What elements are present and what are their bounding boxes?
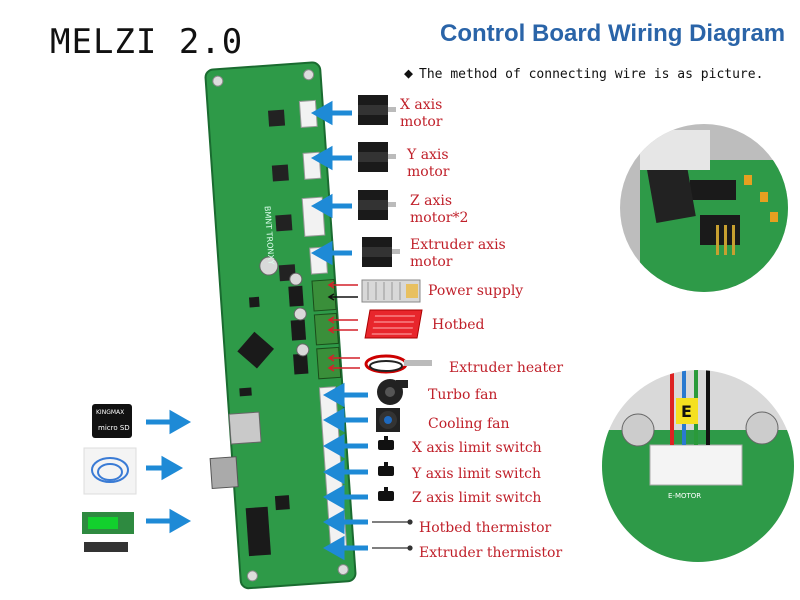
silkscreen-text: BMNT TRONXY <box>263 206 276 265</box>
label-x-limit-switch: X axis limit switch <box>412 440 542 456</box>
subtitle-text: The method of connecting wire is as pict… <box>419 67 764 82</box>
extruder-heater-icon <box>364 354 432 374</box>
label-cooling-fan: Cooling fan <box>428 416 510 432</box>
diamond-bullet-icon: ◆ <box>404 64 414 82</box>
label-line: X axis <box>400 97 443 113</box>
hotbed-icon <box>364 309 423 339</box>
label-turbo-fan: Turbo fan <box>428 387 498 403</box>
stepper-motor-icons <box>358 95 400 267</box>
thermistor-icons <box>372 519 413 551</box>
usb-cable-icon <box>83 447 137 495</box>
sd-brand-text: KINGMAX <box>96 409 124 416</box>
diagram-title: Control Board Wiring Diagram <box>440 20 786 47</box>
label-line: motor <box>400 114 443 130</box>
label-line: motor*2 <box>410 210 469 226</box>
label-line: Z axis <box>410 193 453 209</box>
label-line: Y axis <box>407 147 449 163</box>
cooling-fan-icon <box>376 408 400 432</box>
closeup-top-icon <box>620 124 788 292</box>
closeup-tag-text: E <box>681 402 692 421</box>
lcd-board-icon <box>82 512 134 552</box>
closeup-bottom-icon: E-MOTOR E <box>602 370 794 562</box>
sd-logo-text: micro SD <box>98 424 130 432</box>
label-extruder-axis-motor: Extruder axis motor <box>410 237 506 271</box>
limit-switch-icons <box>378 436 394 501</box>
label-z-limit-switch: Z axis limit switch <box>412 490 542 506</box>
board-title: MELZI 2.0 <box>50 22 244 62</box>
subtitle: ◆ The method of connecting wire is as pic… <box>404 64 763 82</box>
label-power-supply: Power supply <box>428 283 524 299</box>
label-hotbed: Hotbed <box>432 317 485 333</box>
label-y-axis-motor: Y axis motor <box>407 147 449 181</box>
closeup-label-text: E-MOTOR <box>668 492 701 500</box>
pcb-board: BMNT TRONXY <box>204 61 357 590</box>
label-line: motor <box>410 254 453 270</box>
label-z-axis-motor: Z axis motor*2 <box>410 193 468 227</box>
turbo-fan-icon <box>377 379 408 405</box>
label-x-axis-motor: X axis motor <box>400 97 442 131</box>
label-line: motor <box>407 164 450 180</box>
sd-card-icon: KINGMAX micro SD <box>92 404 132 438</box>
label-hotbed-thermistor: Hotbed thermistor <box>419 520 552 536</box>
label-extruder-heater: Extruder heater <box>449 360 564 376</box>
label-extruder-thermistor: Extruder thermistor <box>419 545 563 561</box>
red-arrows <box>327 281 360 372</box>
label-y-limit-switch: Y axis limit switch <box>412 466 541 482</box>
blue-arrows <box>146 100 368 561</box>
label-line: Extruder axis <box>410 237 506 253</box>
power-supply-icon <box>361 279 421 303</box>
